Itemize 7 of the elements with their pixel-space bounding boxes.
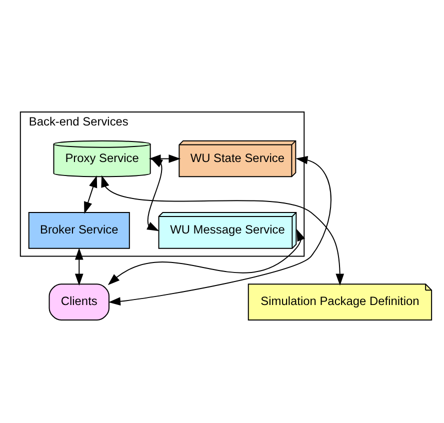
node-box: Clients xyxy=(48,283,110,320)
arrow xyxy=(108,228,306,285)
arrow xyxy=(101,174,344,286)
node-box: Broker Service xyxy=(28,212,130,248)
arrow xyxy=(74,247,84,286)
arrow xyxy=(84,175,98,214)
arrow xyxy=(146,158,164,231)
